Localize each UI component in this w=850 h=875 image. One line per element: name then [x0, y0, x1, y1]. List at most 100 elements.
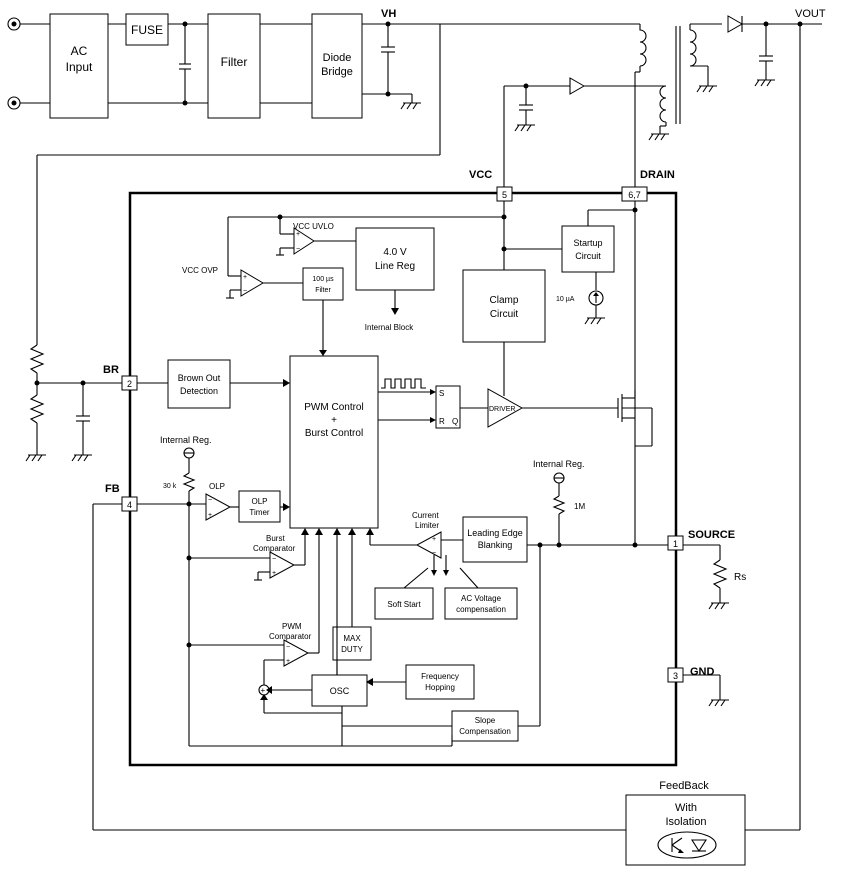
- freq-hopping-label-2: Hopping: [425, 683, 455, 692]
- brown-out-label-1: Brown Out: [178, 373, 221, 383]
- svg-text:S: S: [439, 389, 444, 398]
- pwm-control-label-2: +: [331, 415, 337, 426]
- internal-reg-right-label: Internal Reg.: [533, 459, 585, 469]
- current-10ua-label: 10 µA: [556, 296, 575, 303]
- optocoupler-icon: [657, 831, 717, 859]
- ac-voltage-label-2: compensation: [456, 605, 506, 614]
- ac-input-label-1: AC: [71, 44, 88, 58]
- slope-comp-label-2: Compensation: [459, 727, 511, 736]
- olp-timer-label-2: Timer: [249, 508, 269, 517]
- svg-text:R: R: [439, 417, 445, 426]
- fuse-label: FUSE: [131, 23, 163, 37]
- leading-edge-label-2: Blanking: [478, 540, 513, 550]
- max-duty-label-2: DUTY: [341, 645, 363, 654]
- pwm-comparator-label-1: PWM: [282, 622, 302, 631]
- diode-bridge-label-1: Diode: [323, 52, 352, 64]
- startup-label-2: Circuit: [575, 251, 601, 261]
- olp-timer-label-1: OLP: [251, 497, 267, 506]
- vcc-label: VCC: [469, 169, 492, 181]
- osc-label: OSC: [330, 686, 350, 696]
- pwm-comparator: [283, 639, 310, 667]
- r30k-label: 30 k: [163, 483, 177, 490]
- fuse-block: [125, 13, 169, 46]
- clamp-circuit-block: [462, 269, 546, 343]
- pwm-control-block: [289, 355, 379, 529]
- control-section: Brown Out Detection PWM Control + Burst …: [137, 355, 653, 529]
- rs-label: Rs: [734, 572, 746, 583]
- startup-label-1: Startup: [573, 238, 602, 248]
- ac-voltage-label-1: AC Voltage: [461, 594, 502, 603]
- svg-text:−: −: [286, 644, 290, 651]
- gnd-label: GND: [690, 666, 715, 678]
- svg-text:−: −: [243, 288, 247, 295]
- clamp-label-2: Circuit: [490, 309, 519, 320]
- internal-block-label: Internal Block: [365, 323, 414, 332]
- current-limiter-label-1: Current: [412, 511, 439, 520]
- max-duty-block: [332, 626, 372, 661]
- vcc-uvlo-label: VCC UVLO: [293, 222, 334, 231]
- soft-start-block: [374, 587, 434, 620]
- pwm-control-label-1: PWM Control: [304, 402, 363, 413]
- svg-text:2: 2: [127, 379, 132, 389]
- startup-circuit-block: [561, 225, 615, 273]
- svg-text:+: +: [286, 658, 290, 665]
- driver: [487, 388, 524, 428]
- br-label: BR: [103, 364, 119, 376]
- driver-label: DRIVER: [489, 406, 515, 413]
- filter-100us-label-1: 100 µs: [312, 276, 334, 283]
- svg-text:+: +: [261, 686, 266, 695]
- filter-100us-label-2: Filter: [315, 287, 331, 294]
- slope-comp-label-1: Slope: [475, 716, 496, 725]
- ic-boundary: [128, 191, 678, 767]
- current-limiter: [415, 531, 442, 559]
- fb-label: FB: [105, 483, 120, 495]
- diode-bridge-block: [311, 13, 363, 119]
- feedback-label-1: With: [675, 802, 697, 814]
- svg-text:+: +: [272, 570, 276, 577]
- vcc-ovp-label: VCC OVP: [182, 266, 218, 275]
- current-sense-section: Internal Reg. 1M Leading Edge Blanking C…: [189, 459, 668, 747]
- brown-out-block: [167, 359, 231, 409]
- uvlo-comparator: [293, 227, 315, 255]
- svg-text:4: 4: [127, 500, 132, 510]
- olp-timer-block: [238, 490, 281, 523]
- pin-source: [667, 535, 684, 551]
- feedback-section: FeedBack With Isolation: [92, 503, 746, 866]
- burst-comparator: [269, 551, 296, 579]
- line-reg-label-2: Line Reg: [375, 261, 415, 272]
- current-limiter-label-2: Limiter: [415, 521, 439, 530]
- freq-hopping-label-1: Frequency: [421, 672, 459, 681]
- ac-input-label-2: Input: [66, 60, 93, 74]
- filter-100us-block: [302, 267, 344, 301]
- filter-label: Filter: [221, 55, 248, 69]
- brown-out-label-2: Detection: [180, 386, 218, 396]
- feedback-label-2: Isolation: [666, 816, 707, 828]
- svg-text:+: +: [243, 274, 247, 281]
- source-gnd-section: Rs: [683, 544, 746, 707]
- svg-text:−: −: [272, 556, 276, 563]
- ac-input-block: [49, 13, 109, 119]
- r1m-label: 1M: [574, 502, 585, 511]
- transformer-section: VOUT: [503, 8, 826, 831]
- line-reg-block: [355, 227, 435, 291]
- ac-voltage-block: [444, 587, 518, 620]
- svg-text:5: 5: [502, 190, 507, 200]
- feedback-block: [625, 794, 746, 866]
- burst-comparator-label-1: Burst: [266, 534, 285, 543]
- drain-label: DRAIN: [640, 169, 675, 181]
- svg-text:3: 3: [673, 671, 678, 681]
- svg-text:−: −: [296, 246, 300, 253]
- olp-comparator: [205, 493, 232, 521]
- fb-section: Internal Reg. 30 k OLP − + OLP Timer Bur…: [137, 435, 342, 746]
- svg-text:+: +: [296, 231, 300, 238]
- internal-reg-left-label: Internal Reg.: [160, 435, 212, 445]
- svg-text:−: −: [432, 550, 436, 557]
- leading-edge-label-1: Leading Edge: [467, 528, 523, 538]
- burst-comparator-label-2: Comparator: [253, 544, 296, 553]
- svg-text:−: −: [208, 497, 212, 504]
- diode-bridge-label-2: Bridge: [321, 66, 353, 78]
- pwm-comparator-label-2: Comparator: [269, 632, 312, 641]
- svg-text:+: +: [208, 512, 212, 519]
- svg-text:6,7: 6,7: [628, 190, 641, 200]
